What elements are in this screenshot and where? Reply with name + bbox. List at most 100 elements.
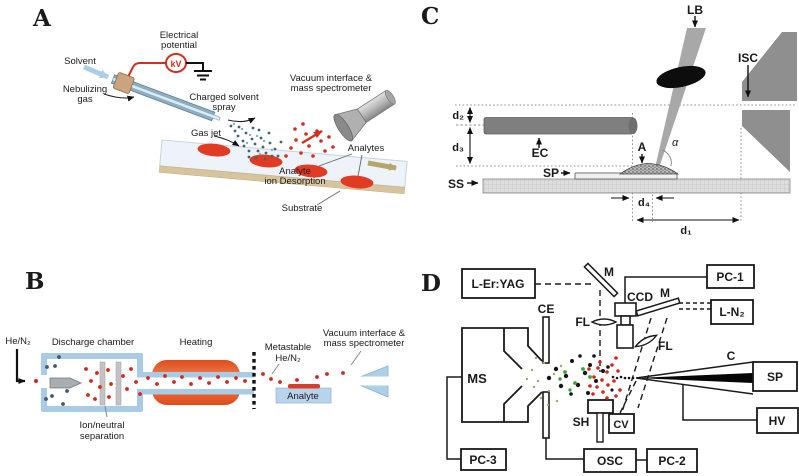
sample-holder-stem: [596, 412, 604, 443]
gas-jet-arrow: [213, 135, 240, 147]
nebulizing-gas-pointer: [103, 93, 135, 102]
analytes-label: Analytes: [348, 143, 385, 154]
hv-label: HV: [769, 414, 786, 428]
charged-spray-label-1: Charged solvent: [189, 92, 259, 103]
dimension-lines: [467, 107, 740, 223]
box-l-n2: [710, 299, 754, 325]
electrical-potential-label-2: potential: [161, 40, 197, 51]
panel-d-letter: D: [421, 270, 441, 297]
nebulizing-gas-label-1: Nebulizing: [63, 84, 107, 95]
isc-label: ISC: [738, 51, 758, 65]
d4-label: d₄: [638, 197, 650, 209]
hv-wire: [126, 62, 166, 80]
panel-b-letter: B: [25, 268, 44, 295]
analyte-label: Analyte: [287, 391, 319, 402]
entry-dot: [34, 379, 38, 383]
d3-label: d₃: [452, 142, 464, 154]
ce-label: CE: [538, 302, 555, 316]
panel-c-letter: C: [421, 3, 439, 30]
sprayer-emitter: [110, 72, 221, 122]
sample-a-label: A: [638, 140, 647, 154]
box-sp: [752, 361, 798, 392]
spray-direction-arrow: [227, 117, 256, 124]
fl1-label: FL: [575, 315, 590, 329]
box-pc3: [460, 448, 507, 471]
sample-mound: [618, 163, 680, 175]
gas-inlet-arrow: [15, 349, 26, 384]
l-n2-label: L-N₂: [719, 305, 744, 319]
sample-holder: [587, 399, 614, 414]
he-n2-label: He/N₂: [5, 336, 31, 347]
laser-beam: [655, 28, 706, 168]
substrate-label: Substrate: [282, 203, 323, 214]
panel-d: D: [421, 262, 799, 473]
electrical-potential-label-1: Electrical: [160, 30, 199, 41]
mirror-2: [635, 297, 681, 317]
substrate-slab: [158, 139, 408, 195]
sh-label: SH: [573, 415, 590, 429]
counter-electrode-top: [542, 316, 550, 364]
isc-cone: [742, 110, 790, 172]
vacuum-interface-label-1: Vacuum interface &: [290, 73, 373, 84]
separation-pointer: [104, 405, 108, 418]
analytes-pointers: [318, 153, 363, 177]
vacuum-b-label-2: mass spectrometer: [324, 338, 405, 349]
ion-transfer-arrow: [301, 129, 323, 145]
tube-wall-top: [137, 372, 254, 378]
plasma-dots: [44, 355, 345, 406]
counter-electrode-bottom: [542, 391, 550, 439]
instrument-boxes: [460, 264, 799, 473]
alpha-label: α: [672, 137, 679, 149]
emitter-capillary: [483, 117, 634, 135]
panel-a-letter: A: [32, 5, 52, 32]
capillary-label: C: [727, 349, 736, 363]
metastable-label-2: He/N₂: [275, 353, 301, 364]
heating-label: Heating: [180, 337, 213, 348]
box-hv: [756, 407, 799, 434]
kv-label: kV: [170, 59, 181, 69]
sp-box-label: SP: [767, 370, 783, 384]
cv-label: CV: [613, 419, 629, 431]
pc3-label: PC-3: [469, 453, 497, 467]
box-pc1: [706, 264, 755, 289]
metastable-label-1: Metastable: [265, 342, 311, 353]
panel-a: A Electrical potential kV Solvent: [32, 5, 408, 214]
sample-motion-arrow: [367, 160, 397, 171]
gas-jet-label: Gas jet: [191, 128, 221, 139]
panel-b: B He/N₂ Discharge chamber Heating: [5, 268, 405, 442]
optical-paths: [535, 283, 711, 414]
lens-fl1: [590, 318, 618, 326]
ms-body: [461, 327, 543, 423]
nebulizing-gas-label-2: gas: [77, 94, 93, 105]
ss-label: SS: [448, 177, 464, 191]
ms-label: MS: [467, 371, 487, 386]
ec-label: EC: [532, 146, 549, 160]
solvent-arrow: [83, 64, 109, 80]
ground-icon: [186, 62, 212, 81]
alpha-arc: [662, 149, 672, 167]
l-er-yag-label: L-Er:YAG: [472, 277, 525, 291]
corona-needle: [49, 377, 82, 389]
focusing-lens: [656, 65, 706, 89]
ccd-label: CCD: [627, 290, 653, 304]
mirror2-label: M: [660, 286, 670, 300]
charged-spray-label-2: spray: [212, 102, 235, 113]
discharge-chamber-label: Discharge chamber: [52, 337, 134, 348]
d2-label: d₂: [452, 110, 464, 122]
ms-skimmer: [503, 328, 523, 422]
separation-label-2: separation: [80, 431, 124, 442]
box-l-er-yag: [461, 268, 536, 299]
fl2-label: FL: [658, 339, 673, 353]
ccd-camera: [614, 302, 637, 349]
isc-upper: [742, 32, 797, 101]
box-osc: [583, 448, 637, 473]
analyte-spots: [197, 143, 374, 189]
vacuum-cone-bore: [349, 376, 389, 386]
solvent-label: Solvent: [64, 56, 96, 67]
box-cv: [608, 413, 635, 434]
box-pc2: [646, 448, 698, 473]
lens-fl2: [633, 334, 659, 348]
capillary-core: [636, 373, 753, 383]
